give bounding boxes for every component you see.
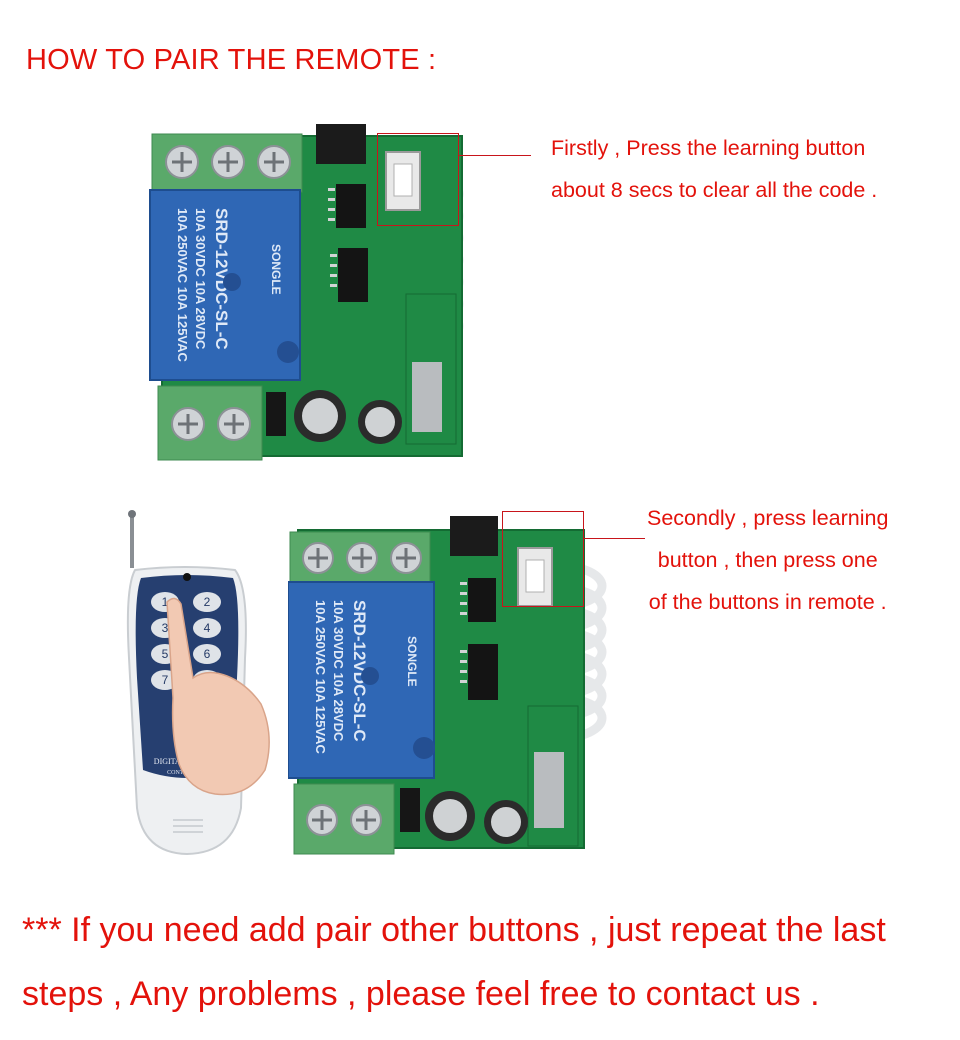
step1-line2: about 8 secs to clear all the code . [551,178,878,202]
remote-button-4: 4 [204,621,211,635]
jumper-header [316,124,366,164]
learning-button-highlight-1 [377,133,459,226]
ic-chip [468,644,498,700]
step2-line2: button , then press one [657,548,878,572]
relay-rating-2: 10A 30VDC 10A 28VDC [331,600,346,742]
ic-chip [336,184,366,228]
relay-rating-1: 10A 250VAC 10A 125VAC [175,208,190,363]
step2-instructions: Secondly , press learning button , then … [647,497,888,623]
step2-line1: Secondly , press learning [647,506,889,530]
relay-rating-1: 10A 250VAC 10A 125VAC [313,600,328,755]
callout-line-1 [458,155,531,156]
relay-rating-2: 10A 30VDC 10A 28VDC [193,208,208,350]
relay-board-image-2: 10A 250VAC 10A 125VAC 10A 30VDC 10A 28VD… [288,516,607,855]
learning-button-highlight-2 [502,511,584,607]
callout-line-2 [583,538,645,539]
footer-line2: steps , Any problems , please feel free … [22,975,820,1013]
remote-button-6: 6 [204,647,211,661]
hand-icon [166,597,270,796]
remote-button-7: 7 [162,673,169,687]
ic-chip [338,248,368,302]
relay-model: SRD-12VDC-SL-C [350,600,369,742]
relay [288,581,435,779]
footer-note: *** If you need add pair other buttons ,… [22,898,952,1026]
remote-button-1: 1 [162,595,169,609]
page-title: HOW TO PAIR THE REMOTE : [26,44,437,76]
step1-instructions: Firstly , Press the learning button abou… [551,127,877,211]
footer-line1: *** If you need add pair other buttons ,… [22,911,886,949]
step2-line3: of the buttons in remote . [648,590,887,614]
ic-chip [468,578,496,622]
relay-brand: SONGLE [269,244,283,295]
relay-board-image-1: 10A 250VAC 10A 125VAC 10A 30VDC 10A 28VD… [149,124,464,461]
remote-control-image: 1 2 3 4 5 6 7 8 DIGITAL REMOTE CONTROLLE… [126,510,270,856]
remote-button-5: 5 [162,647,169,661]
relay-model: SRD-12VDC-SL-C [212,208,231,350]
relay-brand: SONGLE [405,636,419,687]
step1-line1: Firstly , Press the learning button [551,136,866,160]
remote-button-3: 3 [162,621,169,635]
remote-button-2: 2 [204,595,211,609]
jumper-header [450,516,498,556]
